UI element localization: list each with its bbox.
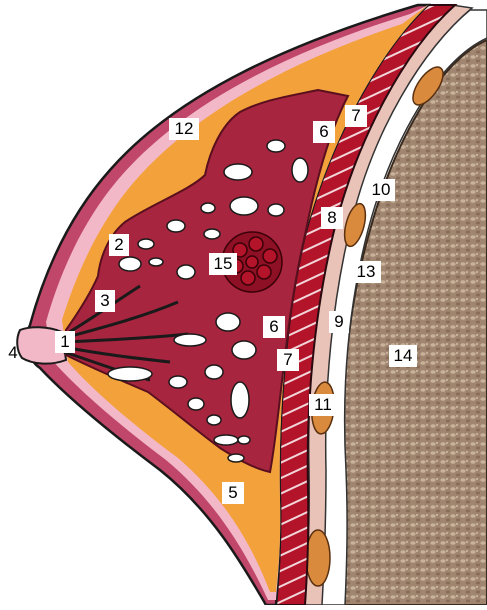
- label-5: 5: [222, 482, 244, 504]
- label-7b: 7: [277, 349, 299, 371]
- label-14: 14: [389, 345, 417, 367]
- label-6b: 6: [263, 316, 285, 338]
- label-10: 10: [367, 179, 395, 201]
- label-6a: 6: [313, 121, 335, 143]
- label-9: 9: [329, 311, 349, 333]
- label-7a: 7: [345, 105, 367, 127]
- label-13: 13: [351, 261, 381, 283]
- label-4: 4: [5, 342, 21, 364]
- label-11: 11: [309, 394, 337, 416]
- label-1: 1: [55, 331, 75, 353]
- label-3: 3: [95, 290, 115, 312]
- rib-cartilage: [306, 530, 330, 586]
- label-15: 15: [209, 253, 237, 275]
- label-2: 2: [109, 234, 129, 256]
- label-8: 8: [321, 207, 343, 229]
- label-12: 12: [169, 118, 199, 140]
